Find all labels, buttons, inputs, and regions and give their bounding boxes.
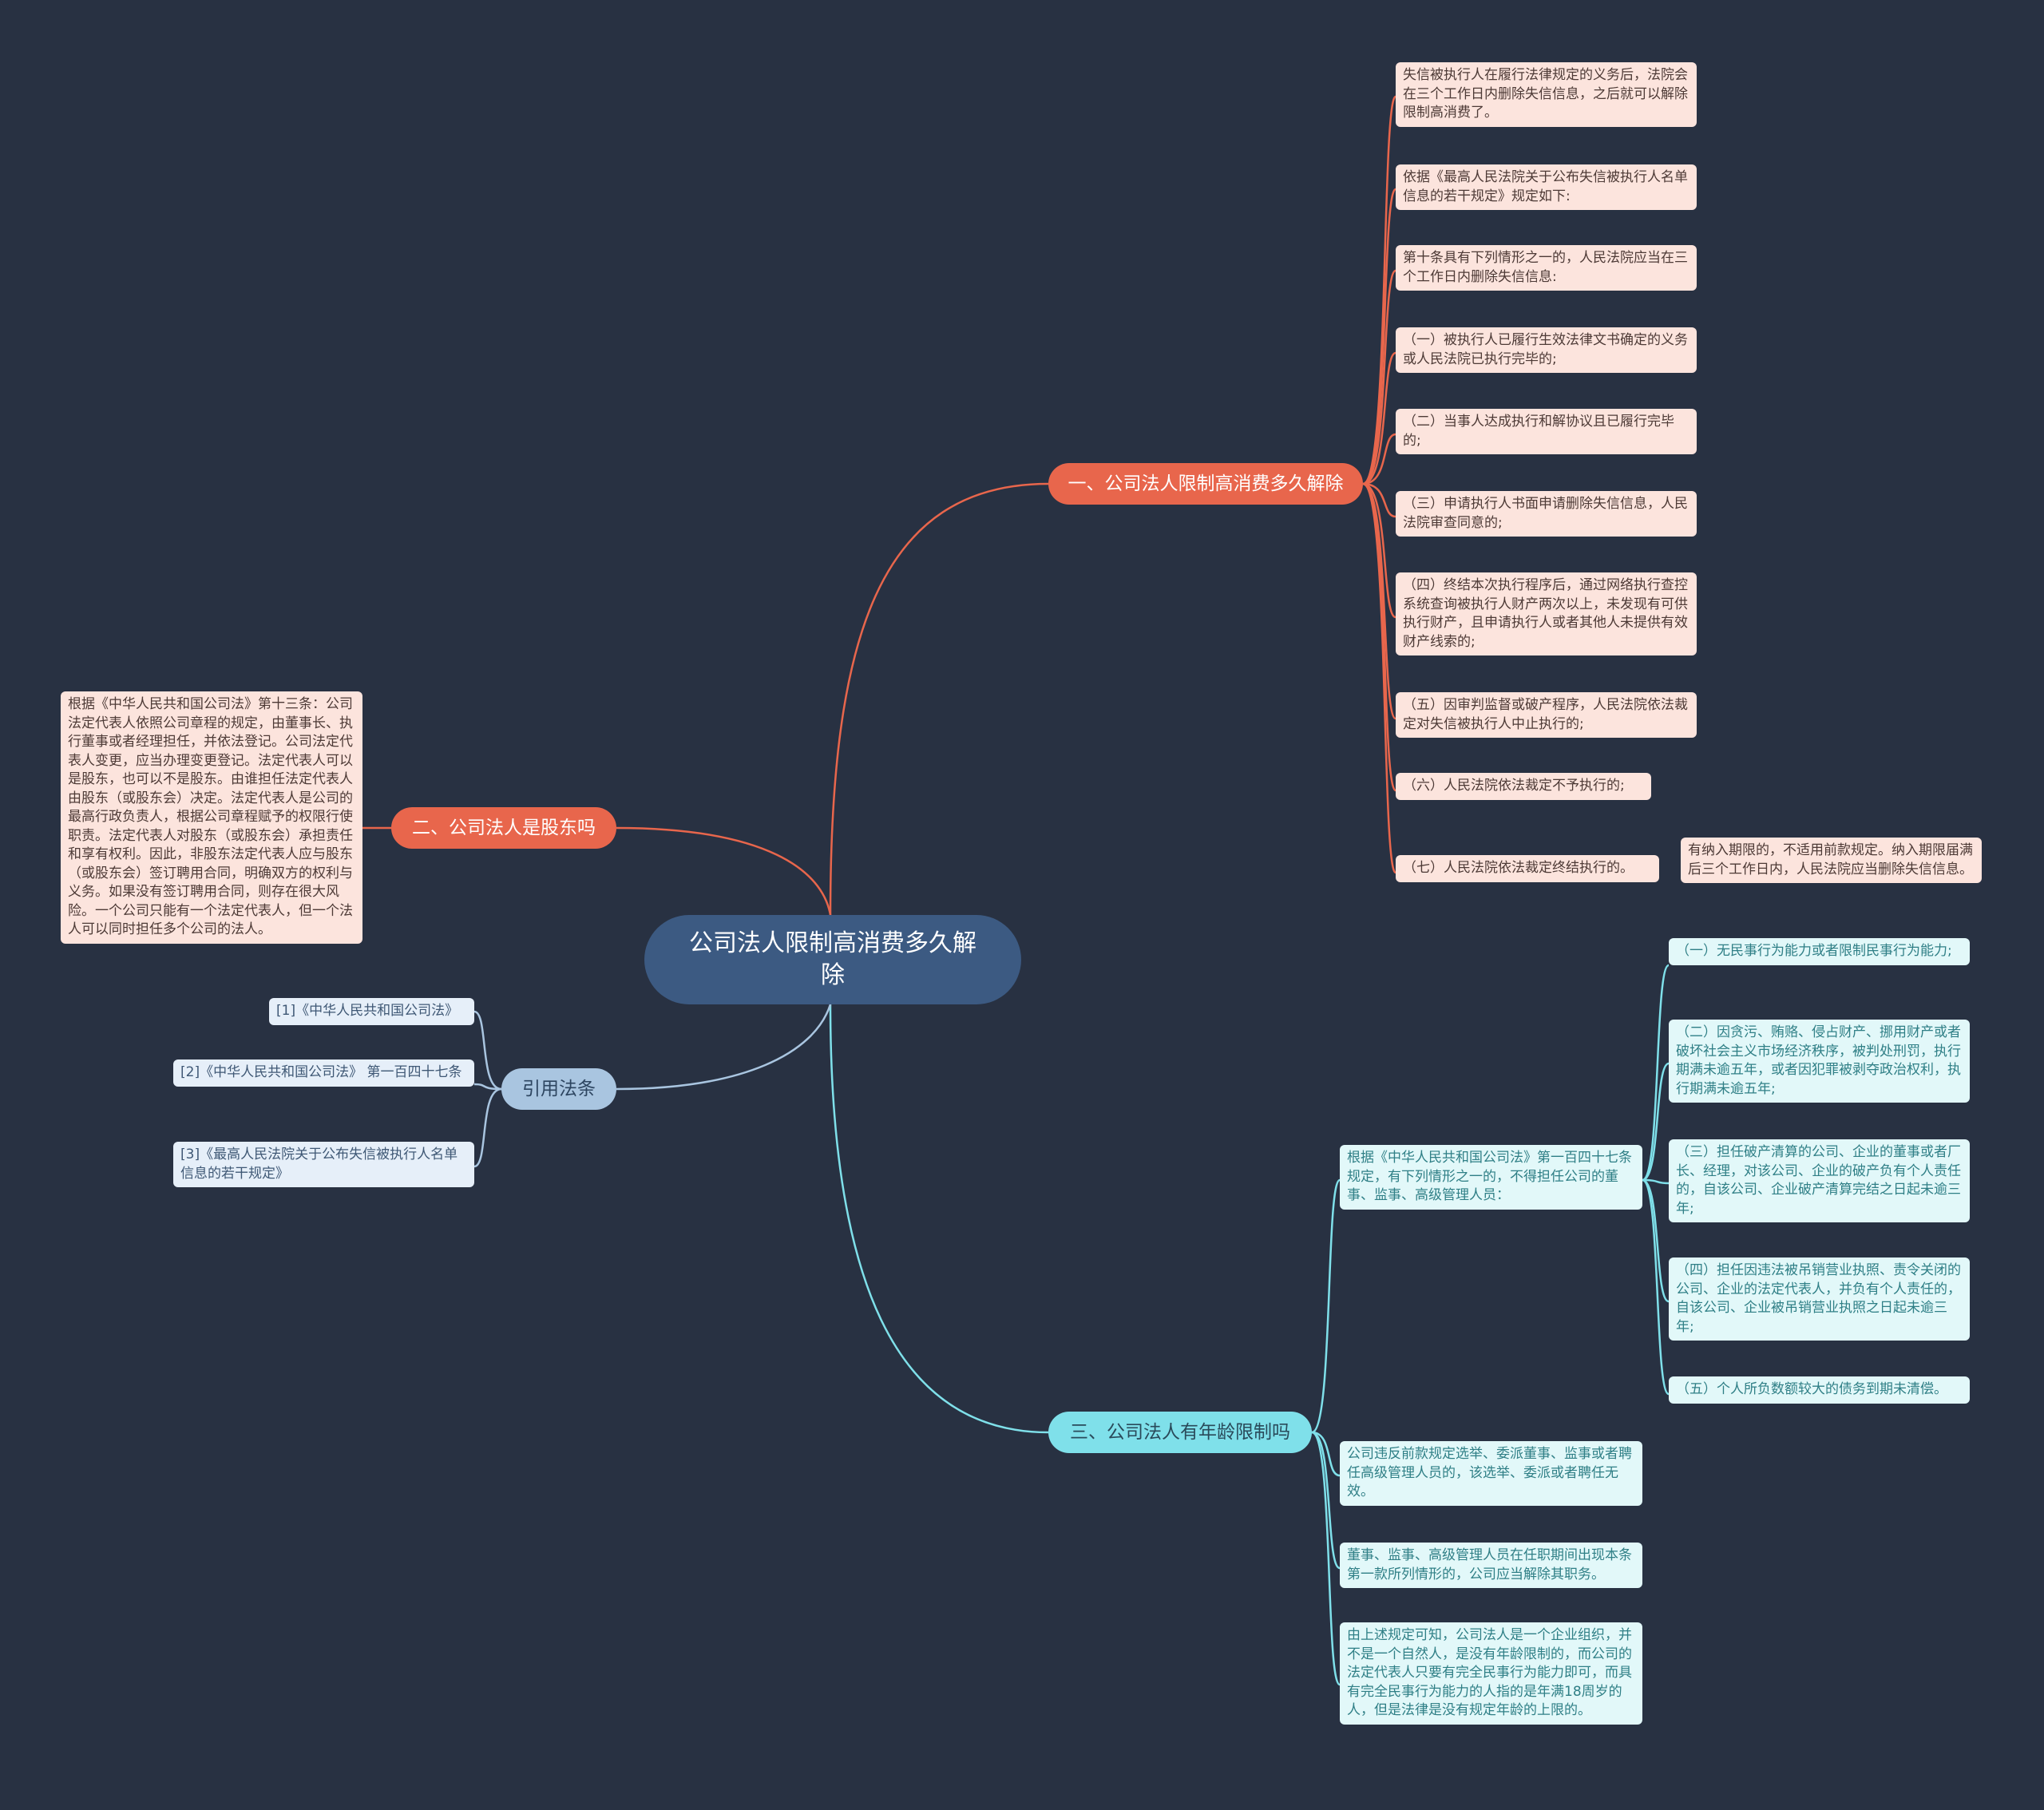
branch3-sub-item-2[interactable]: （二）因贪污、贿赂、侵占财产、挪用财产或者破坏社会主义市场经济秩序，被判处刑罚，… <box>1669 1020 1970 1103</box>
edges-branch3 <box>1311 964 1670 1686</box>
branch3-item-4[interactable]: 由上述规定可知，公司法人是一个企业组织，并不是一个自然人，是没有年龄限制的，而公… <box>1340 1622 1642 1725</box>
branch1-item-8[interactable]: （五）因审判监督或破产程序，人民法院依法裁定对失信被执行人中止执行的; <box>1396 692 1697 738</box>
branch3-item-3[interactable]: 董事、监事、高级管理人员在任职期间出现本条第一款所列情形的，公司应当解除其职务。 <box>1340 1543 1642 1588</box>
edge-root-branch3 <box>829 1004 1049 1434</box>
citation-item-2[interactable]: [2]《中华人民共和国公司法》 第一百四十七条 <box>173 1059 474 1087</box>
branch1-item-3[interactable]: 第十条具有下列情形之一的，人民法院应当在三个工作日内删除失信信息: <box>1396 245 1697 291</box>
branch1-item-1[interactable]: 失信被执行人在履行法律规定的义务后，法院会在三个工作日内删除失信信息，之后就可以… <box>1396 62 1697 127</box>
branch3-item-2[interactable]: 公司违反前款规定选举、委派董事、监事或者聘任高级管理人员的，该选举、委派或者聘任… <box>1340 1441 1642 1506</box>
branch1-item-2[interactable]: 依据《最高人民法院关于公布失信被执行人名单信息的若干规定》规定如下: <box>1396 164 1697 210</box>
branch1-item-6[interactable]: （三）申请执行人书面申请删除失信信息，人民法院审查同意的; <box>1396 491 1697 537</box>
branch-node-1[interactable]: 一、公司法人限制高消费多久解除 <box>1048 463 1363 505</box>
branch-node-4[interactable]: 引用法条 <box>501 1068 616 1110</box>
edges-branch4 <box>473 1010 502 1168</box>
branch1-item-4[interactable]: （一）被执行人已履行生效法律文书确定的义务或人民法院已执行完毕的; <box>1396 327 1697 373</box>
branch-node-2[interactable]: 二、公司法人是股东吗 <box>391 807 616 849</box>
branch3-item-1[interactable]: 根据《中华人民共和国公司法》第一百四十七条规定，有下列情形之一的，不得担任公司的… <box>1340 1145 1642 1210</box>
branch1-item-9[interactable]: （六）人民法院依法裁定不予执行的; <box>1396 773 1651 800</box>
branch1-item-10[interactable]: （七）人民法院依法裁定终结执行的。 <box>1396 855 1659 882</box>
edge-root-branch4 <box>616 1004 832 1091</box>
branch3-sub-item-3[interactable]: （三）担任破产清算的公司、企业的董事或者厂长、经理，对该公司、企业的破产负有个人… <box>1669 1139 1970 1222</box>
branch1-item-5[interactable]: （二）当事人达成执行和解协议且已履行完毕的; <box>1396 409 1697 454</box>
branch2-text[interactable]: 根据《中华人民共和国公司法》第十三条：公司法定代表人依照公司章程的规定，由董事长… <box>61 691 362 944</box>
edge-root-branch1 <box>829 482 1049 916</box>
branch3-sub-item-4[interactable]: （四）担任因违法被吊销营业执照、责令关闭的公司、企业的法定代表人，并负有个人责任… <box>1669 1257 1970 1341</box>
branch-node-3[interactable]: 三、公司法人有年龄限制吗 <box>1048 1412 1312 1453</box>
citation-item-1[interactable]: [1]《中华人民共和国公司法》 <box>269 998 474 1025</box>
branch3-sub-item-1[interactable]: （一）无民事行为能力或者限制民事行为能力; <box>1669 938 1970 965</box>
edge-root-branch2 <box>616 826 832 916</box>
edges-branch1 <box>1362 95 1696 874</box>
citation-item-3[interactable]: [3]《最高人民法院关于公布失信被执行人名单信息的若干规定》 <box>173 1142 474 1187</box>
branch1-item-7[interactable]: （四）终结本次执行程序后，通过网络执行查控系统查询被执行人财产两次以上，未发现有… <box>1396 572 1697 655</box>
branch3-sub-item-5[interactable]: （五）个人所负数额较大的债务到期未清偿。 <box>1669 1376 1970 1404</box>
branch1-sub-item[interactable]: 有纳入期限的，不适用前款规定。纳入期限届满后三个工作日内，人民法院应当删除失信信… <box>1681 838 1982 883</box>
root-node[interactable]: 公司法人限制高消费多久解除 <box>644 915 1021 1004</box>
